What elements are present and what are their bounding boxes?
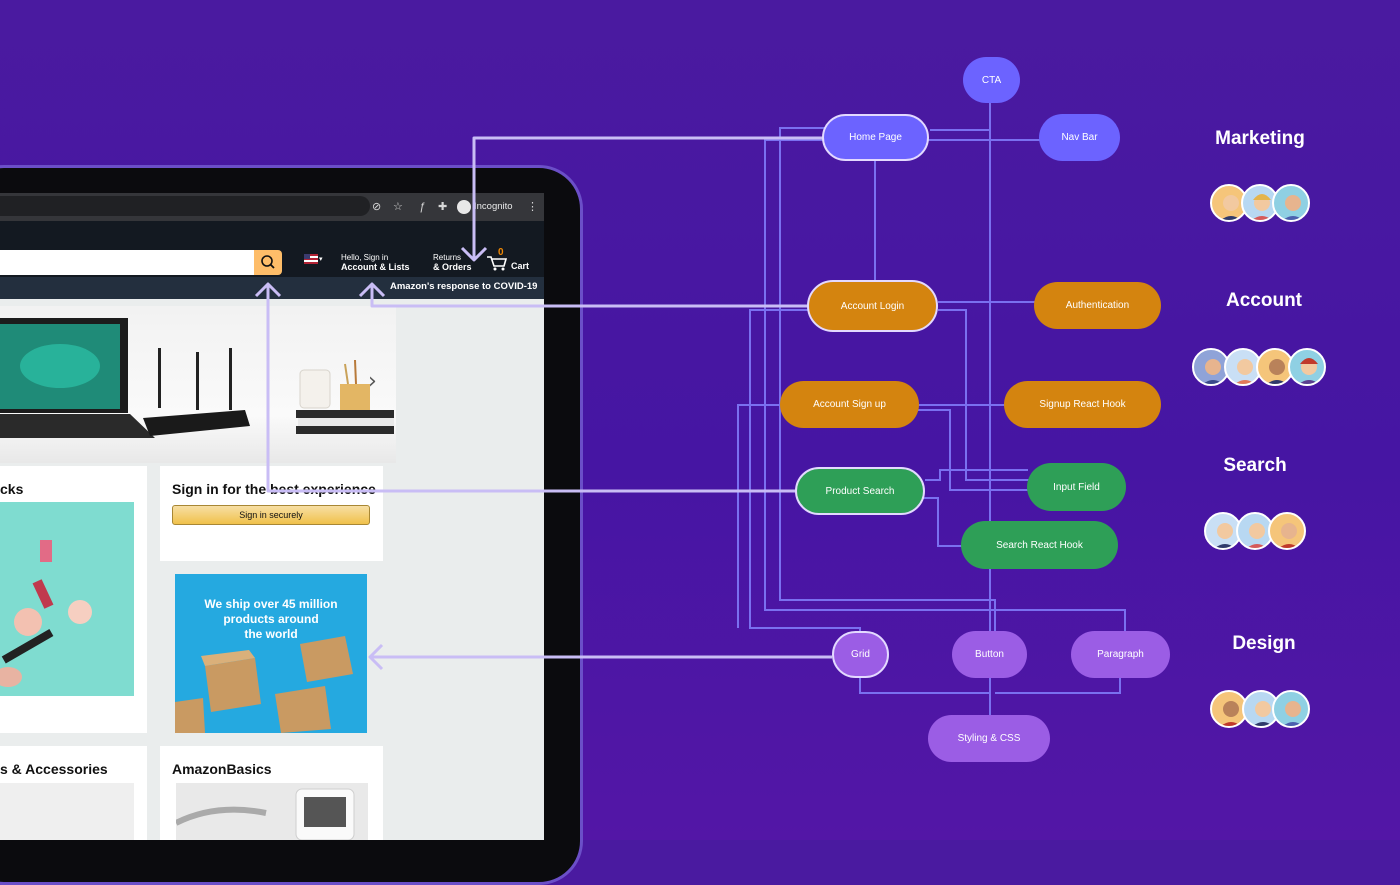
flag-dropdown-icon[interactable]: ▾ [319,256,323,263]
arrowhead-account [358,282,386,298]
connector-signup-grid [737,404,780,628]
connector-home-button [779,127,996,640]
node-cta[interactable]: CTA [963,57,1020,103]
node-grid[interactable]: Grid [832,631,889,678]
arrow-home-to-cart [472,136,825,258]
shipping-banner[interactable]: We ship over 45 million products around … [175,574,367,733]
ship-line-1: We ship over 45 million [204,597,338,611]
amazonbasics-image [174,783,368,840]
account-lists-link[interactable]: Hello, Sign in Account & Lists [341,253,410,272]
eye-off-icon[interactable]: ⊘ [372,201,382,213]
returns-orders-link[interactable]: Returns & Orders [433,253,472,272]
node-home-page[interactable]: Home Page [822,114,929,161]
connector-login-input [938,309,1030,481]
hello-text: Hello, Sign in [341,253,389,262]
node-authentication[interactable]: Authentication [1034,282,1161,329]
node-paragraph[interactable]: Paragraph [1071,631,1170,678]
account-lists-text: Account & Lists [341,262,410,272]
cart-count: 0 [498,247,504,258]
hero-carousel[interactable]: › [0,306,396,463]
avatar [1268,512,1306,550]
star-icon[interactable]: ☆ [393,201,403,213]
search-input[interactable] [0,250,254,275]
more-menu-icon[interactable]: ⋮ [527,201,538,213]
connector-paragraph-styling [995,676,1121,694]
boxes-image [175,636,353,733]
card-accessories[interactable]: s & Accessories [0,746,147,840]
avatar [1210,184,1248,222]
team-label-marketing: Marketing [1215,128,1305,149]
arrowhead-search [254,282,282,298]
node-search-react-hook[interactable]: Search React Hook [961,521,1118,569]
card-title-cosmetics: cks [0,481,24,497]
incognito-label: Incognito [474,201,513,212]
connector-search-input [925,469,1028,481]
card-cosmetics[interactable]: cks [0,466,147,733]
connector-cta-home [930,102,991,131]
node-signup-react-hook[interactable]: Signup React Hook [1004,381,1161,428]
font-extension-icon[interactable]: ƒ [419,201,426,213]
avatar [1192,348,1230,386]
accessories-title: s & Accessories [0,761,108,777]
browser-screen: ⊘ ☆ ƒ ✚ Incognito ⋮ ▾ Hello, Sign in Acc… [0,193,544,840]
orders-text: & Orders [433,262,472,272]
avatar [1210,690,1248,728]
card-signin: Sign in for the best experience Sign in … [160,466,383,561]
node-button[interactable]: Button [952,631,1027,678]
search-button[interactable] [254,250,282,275]
connector-search-hook [920,497,962,547]
address-bar[interactable] [0,196,370,216]
shipping-banner-text: We ship over 45 million products around … [175,597,367,642]
incognito-icon [457,200,471,214]
us-flag-icon[interactable] [304,254,318,264]
connector-grid-styling [859,676,991,716]
svg-text:›: › [368,369,377,394]
accessories-image [0,783,134,840]
arrowhead-grid [368,643,384,671]
node-product-search[interactable]: Product Search [795,467,925,515]
ship-line-2: products around [223,612,319,626]
node-nav-bar[interactable]: Nav Bar [1039,114,1120,161]
amazonbasics-title: AmazonBasics [172,761,272,777]
avatar [1288,348,1326,386]
cart-label: Cart [511,261,530,271]
search-icon [261,255,275,269]
covid-response-link[interactable]: Amazon's response to COVID-19 [390,281,538,292]
browser-toolbar: ⊘ ☆ ƒ ✚ Incognito ⋮ [0,193,544,221]
cart-icon [487,256,508,271]
avatar [1272,690,1310,728]
hero-products-image: › [0,318,394,438]
arrowhead-cart [460,246,488,262]
cosmetics-image [0,502,134,696]
connector-lines [737,102,1126,716]
returns-text: Returns [433,253,462,262]
arrow-search-to-searchbar [266,285,796,493]
cart-link[interactable]: 0 Cart [486,247,532,273]
team-label-design: Design [1232,633,1296,654]
node-account-login[interactable]: Account Login [807,280,938,332]
team-label-search: Search [1223,455,1287,476]
card-amazonbasics[interactable]: AmazonBasics [160,746,383,840]
puzzle-icon[interactable]: ✚ [438,201,448,213]
team-label-account: Account [1226,290,1302,311]
arrow-login-to-account [370,285,808,308]
avatar [1272,184,1310,222]
ship-line-3: the world [244,627,298,641]
node-input-field[interactable]: Input Field [1027,463,1126,511]
signin-button[interactable]: Sign in securely [172,505,370,525]
node-account-signup[interactable]: Account Sign up [780,381,919,428]
mapping-arrows [254,136,832,671]
diagram-connectors [254,102,1126,716]
connector-home-paragraph [764,139,1126,640]
connector-signup-input [918,409,1028,491]
node-styling-css[interactable]: Styling & CSS [928,715,1050,762]
signin-title: Sign in for the best experience [172,481,376,497]
